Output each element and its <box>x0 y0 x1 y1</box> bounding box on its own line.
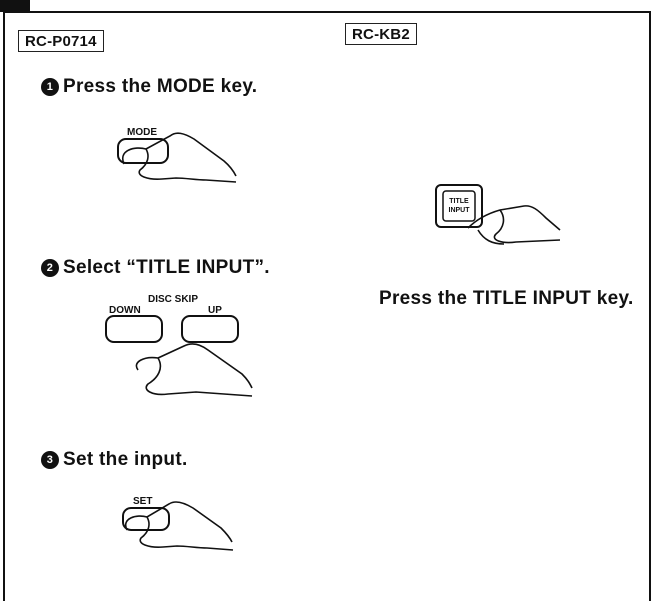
down-key <box>105 315 163 343</box>
title-input-key-label-line1: TITLE <box>449 198 469 205</box>
step-1-number: 1 <box>41 78 59 96</box>
step-2-heading: 2 Select “TITLE INPUT”. <box>41 257 270 279</box>
mode-key-label: MODE <box>127 127 157 138</box>
step-3-number: 3 <box>41 451 59 469</box>
title-input-key <box>435 184 483 228</box>
set-key <box>122 507 170 531</box>
mode-key-press-illustration: MODE <box>117 127 237 183</box>
corner-tab <box>0 0 30 12</box>
set-key-label: SET <box>133 496 152 507</box>
instruction-panel <box>3 11 651 601</box>
model-label-rc-kb2: RC-KB2 <box>345 23 417 45</box>
hand-icon <box>124 501 234 551</box>
step-2-number: 2 <box>41 259 59 277</box>
hand-icon <box>135 343 253 397</box>
mode-key <box>117 138 169 164</box>
disc-skip-label: DISC SKIP <box>148 294 198 305</box>
set-key-press-illustration: SET <box>122 496 234 551</box>
step-3-heading: 3 Set the input. <box>41 449 188 471</box>
up-key-label: UP <box>208 305 222 316</box>
step-1-text: Press the MODE key. <box>63 76 258 97</box>
down-key-label: DOWN <box>109 305 141 316</box>
hand-icon <box>467 205 561 245</box>
step-2-text: Select “TITLE INPUT”. <box>63 257 270 278</box>
title-input-instruction: Press the TITLE INPUT key. <box>379 288 634 309</box>
hand-icon <box>121 132 237 183</box>
step-1-heading: 1 Press the MODE key. <box>41 76 257 98</box>
title-input-key-label-line2: INPUT <box>449 207 471 214</box>
model-label-rc-p0714: RC-P0714 <box>18 30 104 52</box>
step-3-text: Set the input. <box>63 449 188 470</box>
up-key <box>181 315 239 343</box>
disc-skip-keys-illustration: DISC SKIP DOWN UP <box>105 294 253 397</box>
title-input-key-illustration: TITLE INPUT <box>435 184 561 245</box>
